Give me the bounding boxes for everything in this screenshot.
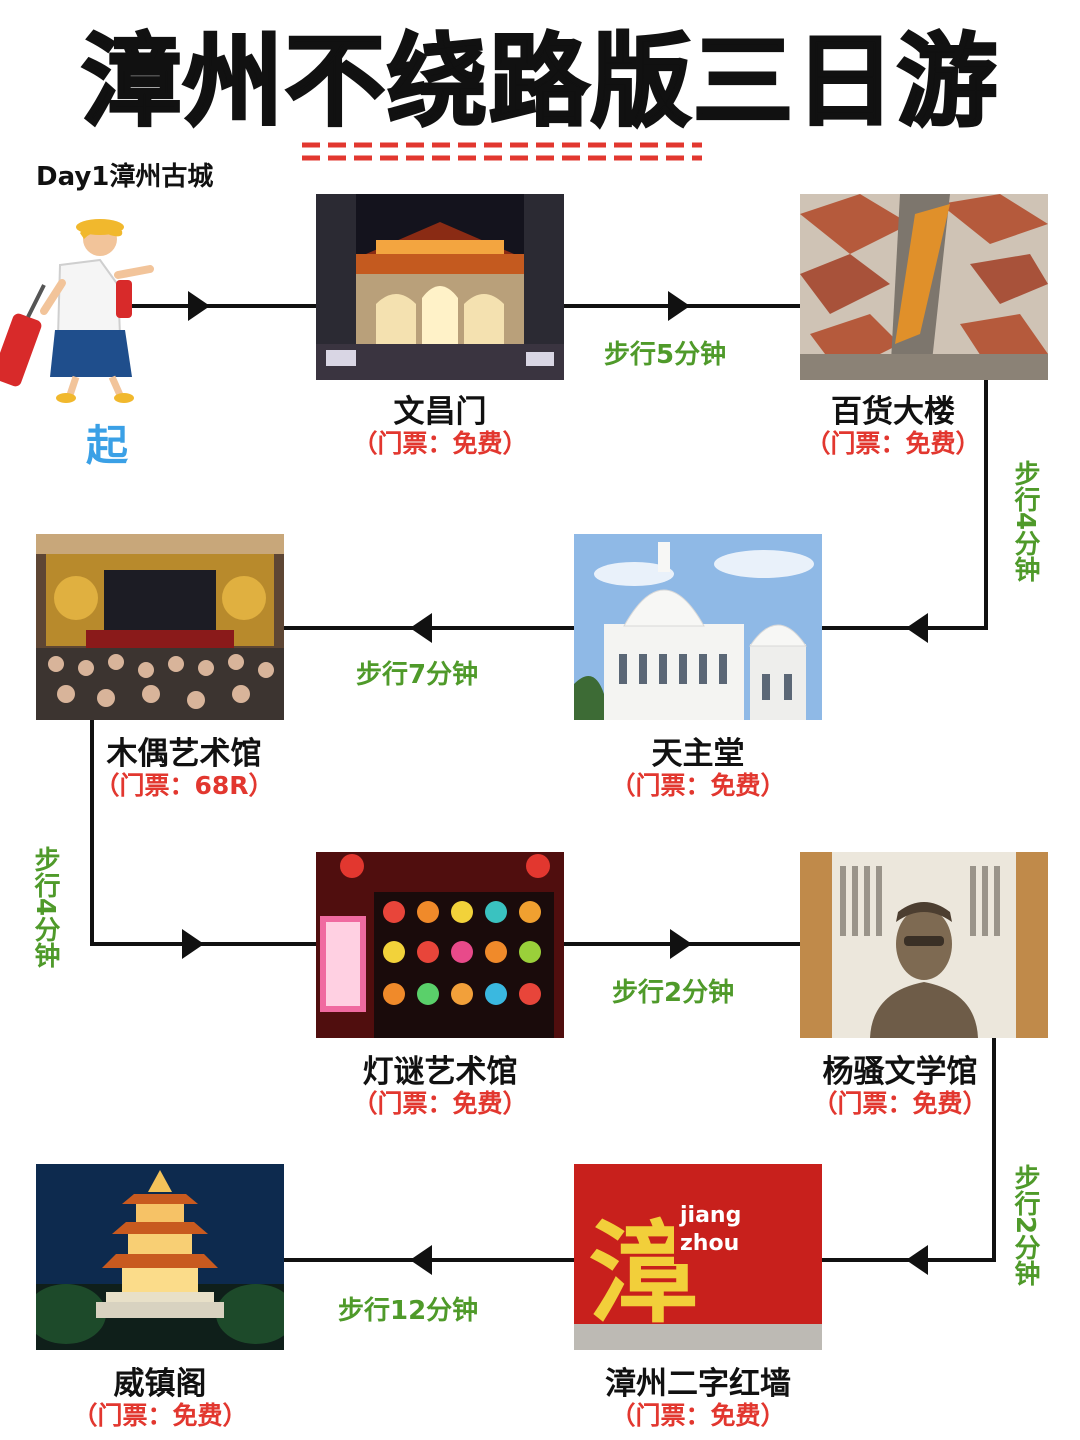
place-name: 百货大楼 — [831, 394, 955, 430]
walk-time: 步行4分钟 — [30, 846, 60, 969]
photo-puppet-museum — [36, 534, 284, 720]
ticket-price: （门票：免费） — [812, 1089, 988, 1118]
arrow-left — [410, 1245, 432, 1275]
arrow-left — [906, 1245, 928, 1275]
wall-pinyin-1: jiang — [679, 1203, 741, 1228]
traveler-illustration — [0, 219, 154, 403]
place-name: 灯谜艺术馆 — [362, 1054, 518, 1090]
place-name: 杨骚文学馆 — [822, 1054, 978, 1090]
arrow-right — [188, 291, 210, 321]
walk-time: 步行7分钟 — [356, 660, 479, 690]
ticket-price: （门票：68R） — [94, 771, 274, 800]
photo-yangsao-literature-museum — [800, 852, 1048, 1038]
place-name: 漳州二字红墙 — [605, 1366, 791, 1402]
photo-lantern-riddle-museum — [316, 852, 564, 1038]
photo-zhangzhou-red-wall: 漳 jiang zhou — [574, 1164, 822, 1350]
photo-cathedral — [574, 534, 822, 720]
arrow-right — [670, 929, 692, 959]
walk-time: 步行2分钟 — [612, 978, 735, 1008]
arrow-left — [906, 613, 928, 643]
ticket-price: （门票：免费） — [352, 1089, 528, 1118]
arrow-right — [668, 291, 690, 321]
place-name: 威镇阁 — [113, 1366, 207, 1402]
walk-time: 步行5分钟 — [604, 340, 727, 370]
ticket-price: （门票：免费） — [610, 771, 786, 800]
photo-department-store — [800, 194, 1048, 380]
title-dashed-underline — [302, 142, 702, 161]
walk-time: 步行4分钟 — [1010, 460, 1040, 583]
start-label: 起 — [86, 421, 129, 470]
photo-wenchangmen — [316, 194, 564, 380]
ticket-price: （门票：免费） — [352, 429, 528, 458]
page-title: 漳州不绕路版三日游 — [80, 22, 999, 142]
ticket-price: （门票：免费） — [805, 429, 981, 458]
photo-weizhen-pavilion — [36, 1164, 284, 1350]
walk-time: 步行12分钟 — [338, 1296, 479, 1326]
arrow-left — [410, 613, 432, 643]
walk-time: 步行2分钟 — [1010, 1164, 1040, 1287]
arrow-right — [182, 929, 204, 959]
place-name: 木偶艺术馆 — [106, 736, 262, 772]
place-name: 天主堂 — [651, 736, 745, 772]
ticket-price: （门票：免费） — [610, 1401, 786, 1430]
day-label: Day1漳州古城 — [36, 162, 214, 192]
ticket-price: （门票：免费） — [72, 1401, 248, 1430]
wall-pinyin-2: zhou — [680, 1231, 739, 1256]
place-name: 文昌门 — [393, 394, 487, 430]
